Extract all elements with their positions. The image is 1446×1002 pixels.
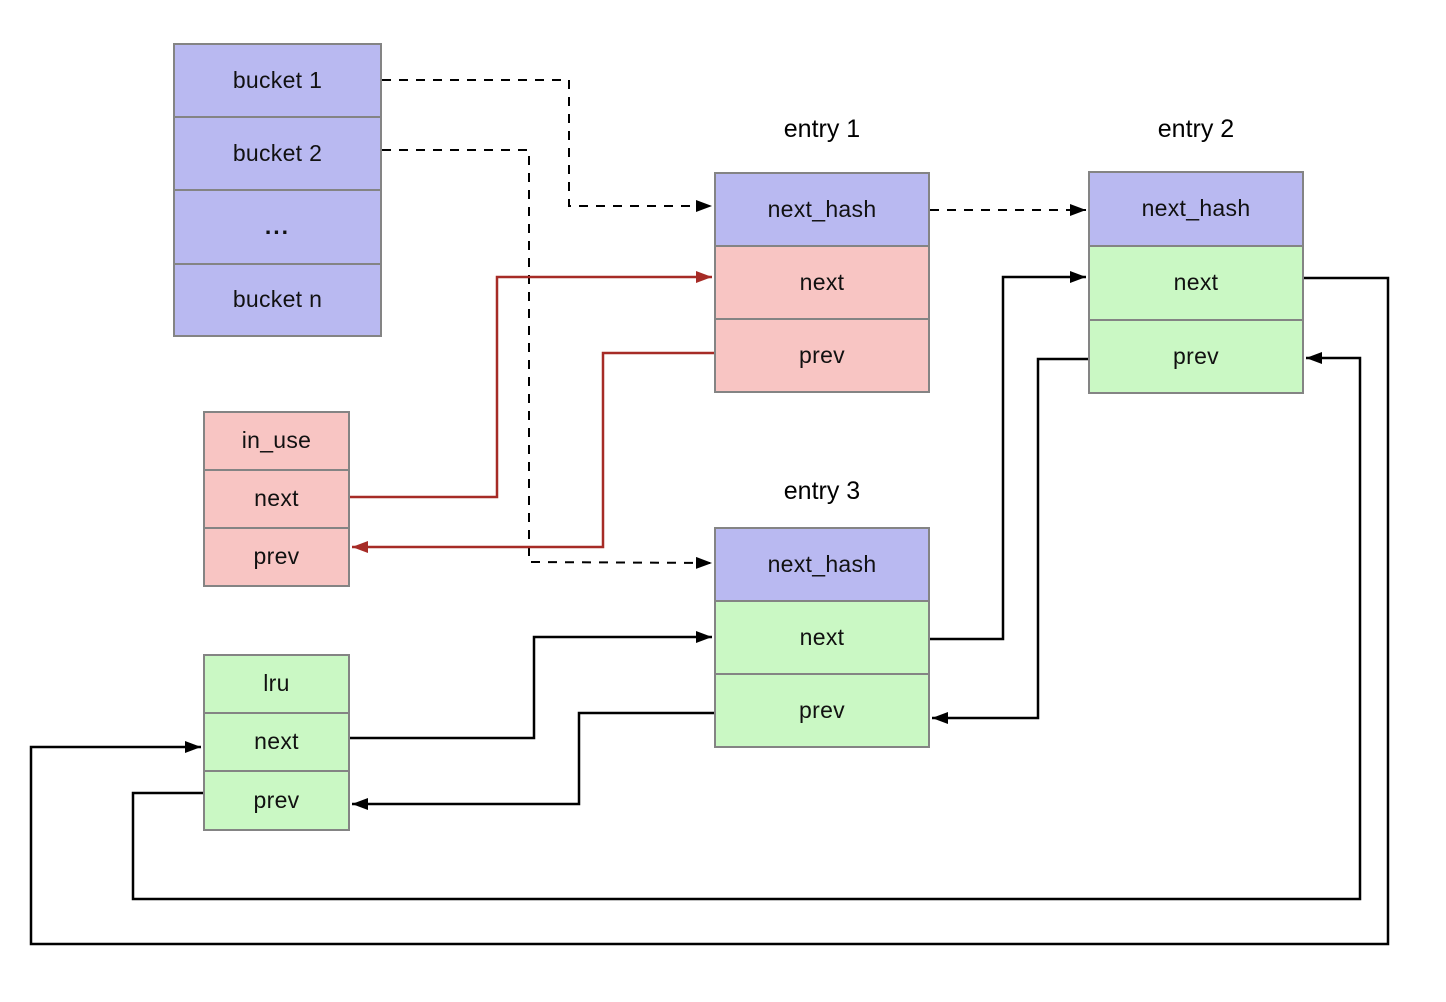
wire-entry3-next-to-entry2-next [930, 271, 1086, 641]
in-use-next-cell: next [203, 469, 350, 529]
entry3-next-hash-cell: next_hash [714, 527, 930, 602]
bucket-cell-2: bucket 2 [173, 115, 382, 191]
bucket-cell-n: bucket n [173, 262, 382, 337]
entry3-prev-cell: prev [714, 673, 930, 748]
wire-bucket2-to-entry3-nexthash [382, 149, 713, 569]
lru-box: lru next prev [203, 654, 350, 831]
entry1-box: next_hash next prev [714, 172, 930, 393]
entry2-next-cell: next [1088, 245, 1304, 321]
bucket-cell-1: bucket 1 [173, 43, 382, 118]
entry2-prev-cell: prev [1088, 319, 1304, 394]
entry1-prev-cell: prev [714, 318, 930, 393]
entry1-next-hash-cell: next_hash [714, 172, 930, 247]
wire-entry1-prev-to-inuse-prev [352, 351, 714, 553]
entry2-box: next_hash next prev [1088, 171, 1304, 394]
wire-lru-prev-to-entry2-prev [131, 352, 1362, 901]
entry2-next-hash-cell: next_hash [1088, 171, 1304, 247]
bucket-cell-ellipsis: ... [173, 189, 382, 265]
bucket-array: bucket 1 bucket 2 ... bucket n [173, 43, 382, 337]
entry1-next-cell: next [714, 245, 930, 320]
wire-inuse-next-to-entry1-next [350, 271, 712, 499]
entry3-box: next_hash next prev [714, 527, 930, 748]
entry2-title: entry 2 [1157, 115, 1235, 143]
in-use-box: in_use next prev [203, 411, 350, 587]
lru-prev-cell: prev [203, 770, 350, 831]
wire-lru-next-to-entry3-next [350, 631, 712, 740]
in-use-prev-cell: prev [203, 527, 350, 587]
entry3-title: entry 3 [783, 477, 861, 505]
entry1-title: entry 1 [783, 115, 861, 143]
wire-bucket1-to-entry1-nexthash [382, 79, 712, 212]
wire-entry2-prev-to-entry3-prev [932, 357, 1088, 724]
lru-head-cell: lru [203, 654, 350, 714]
wire-entry3-prev-to-lru-prev [352, 711, 714, 810]
entry3-next-cell: next [714, 600, 930, 675]
wire-entry2-next-to-lru-next [29, 276, 1390, 946]
lru-next-cell: next [203, 712, 350, 772]
in-use-head-cell: in_use [203, 411, 350, 471]
